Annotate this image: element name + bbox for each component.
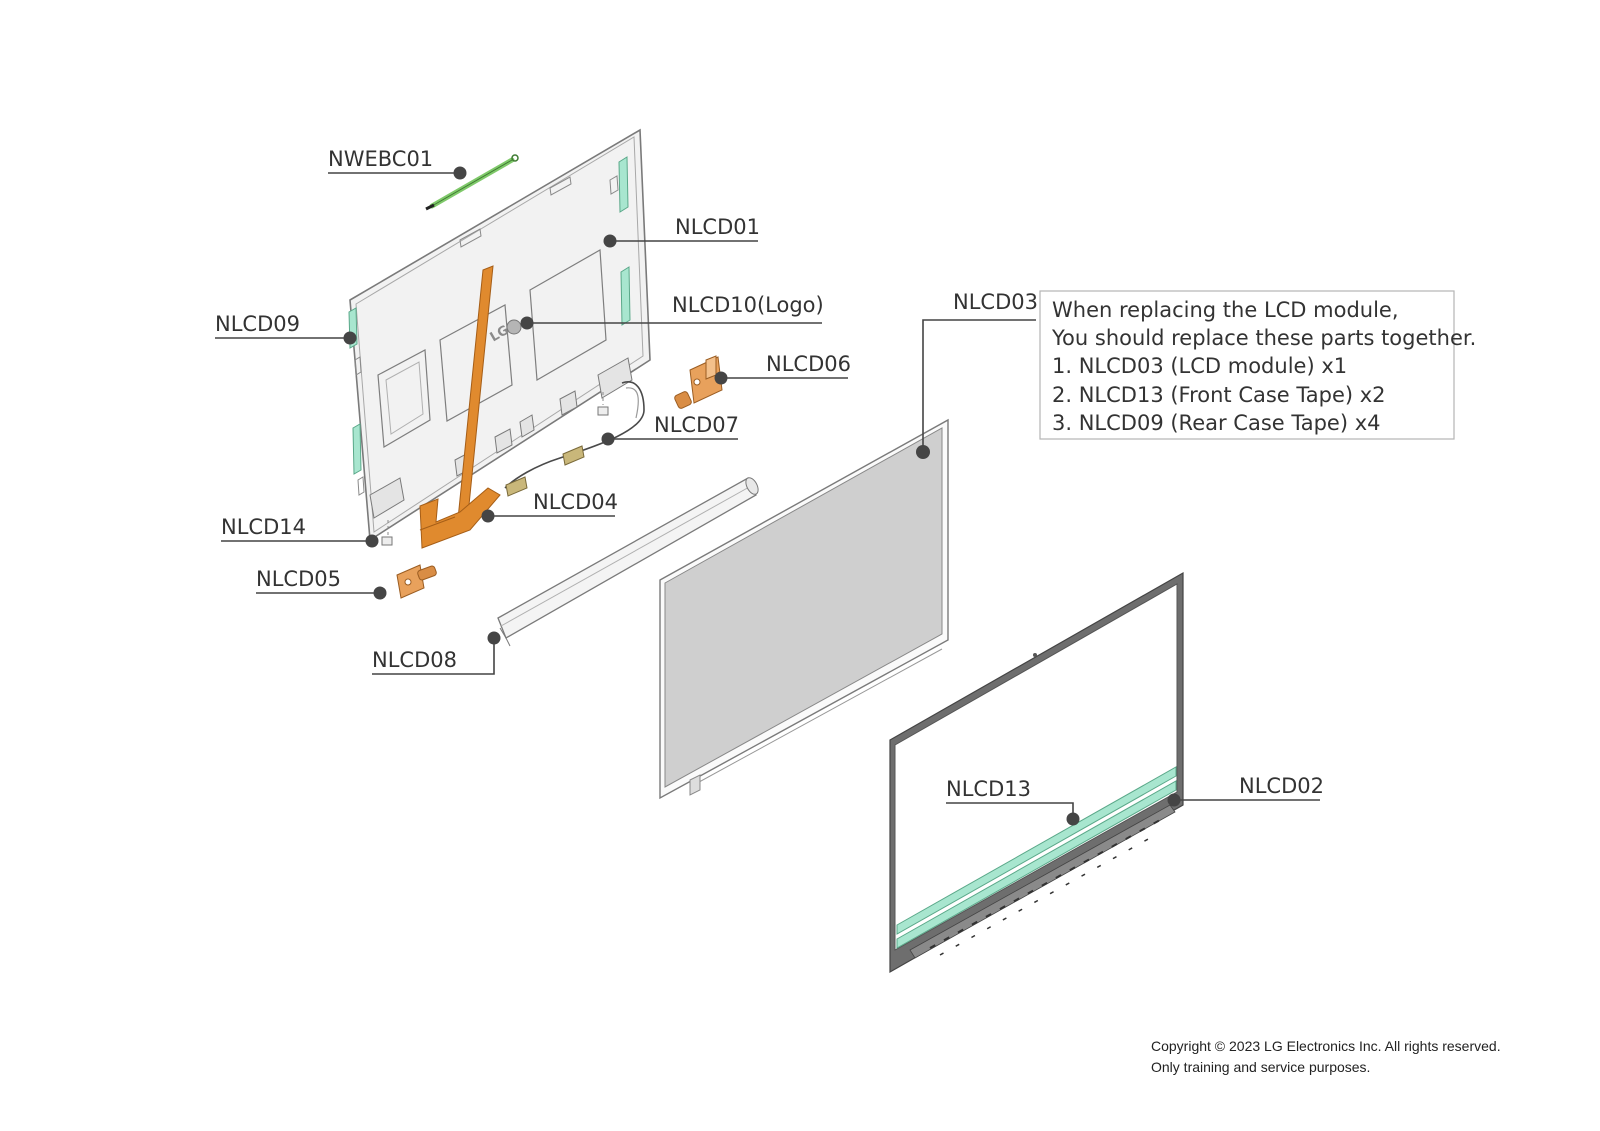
note-box (1039, 290, 1455, 440)
label-nlcd08: NLCD08 (372, 648, 457, 672)
antenna-cable-drawing (504, 381, 645, 497)
replacement-note: When replacing the LCD module, You shoul… (1039, 290, 1476, 440)
leader-lines (215, 172, 1320, 819)
left-hinge-drawing (396, 564, 437, 599)
label-nlcd04: NLCD04 (533, 490, 618, 514)
note-line-2: You should replace these parts together. (1051, 326, 1476, 350)
webcam-module-drawing (425, 154, 519, 211)
note-line-3: 1. NLCD03 (LCD module) x1 (1052, 354, 1347, 378)
note-line-4: 2. NLCD13 (Front Case Tape) x2 (1052, 383, 1386, 407)
part-labels: NWEBC01 NLCD01 NLCD09 NLCD10(Logo) NLCD0… (215, 147, 1324, 801)
note-line-5: 3. NLCD09 (Rear Case Tape) x4 (1052, 411, 1380, 435)
label-nlcd03: NLCD03 (953, 290, 1038, 314)
right-hinge-drawing (674, 355, 723, 409)
hinge-pads-drawing (381, 392, 609, 546)
front-bezel-drawing (889, 571, 1184, 974)
label-nlcd05: NLCD05 (256, 567, 341, 591)
label-nlcd09: NLCD09 (215, 312, 300, 336)
label-nlcd06: NLCD06 (766, 352, 851, 376)
label-nlcd01: NLCD01 (675, 215, 760, 239)
callout-dots (343, 166, 1181, 826)
label-nlcd13: NLCD13 (946, 777, 1031, 801)
edp-flex-cable-drawing (419, 265, 501, 549)
note-line-1: When replacing the LCD module, (1052, 298, 1399, 322)
label-nlcd02: NLCD02 (1239, 774, 1324, 798)
rear-cover-drawing: LG (349, 128, 651, 542)
label-nlcd07: NLCD07 (654, 413, 739, 437)
label-nlcd14: NLCD14 (221, 515, 306, 539)
purpose-text: Only training and service purposes. (1151, 1059, 1370, 1075)
lcd-module-drawing (659, 418, 949, 800)
label-nwebc01: NWEBC01 (328, 147, 433, 171)
hinge-cover-drawing (497, 477, 759, 647)
copyright-text: Copyright © 2023 LG Electronics Inc. All… (1151, 1038, 1501, 1054)
footer: Copyright © 2023 LG Electronics Inc. All… (1151, 1038, 1501, 1075)
label-nlcd10: NLCD10(Logo) (672, 293, 824, 317)
